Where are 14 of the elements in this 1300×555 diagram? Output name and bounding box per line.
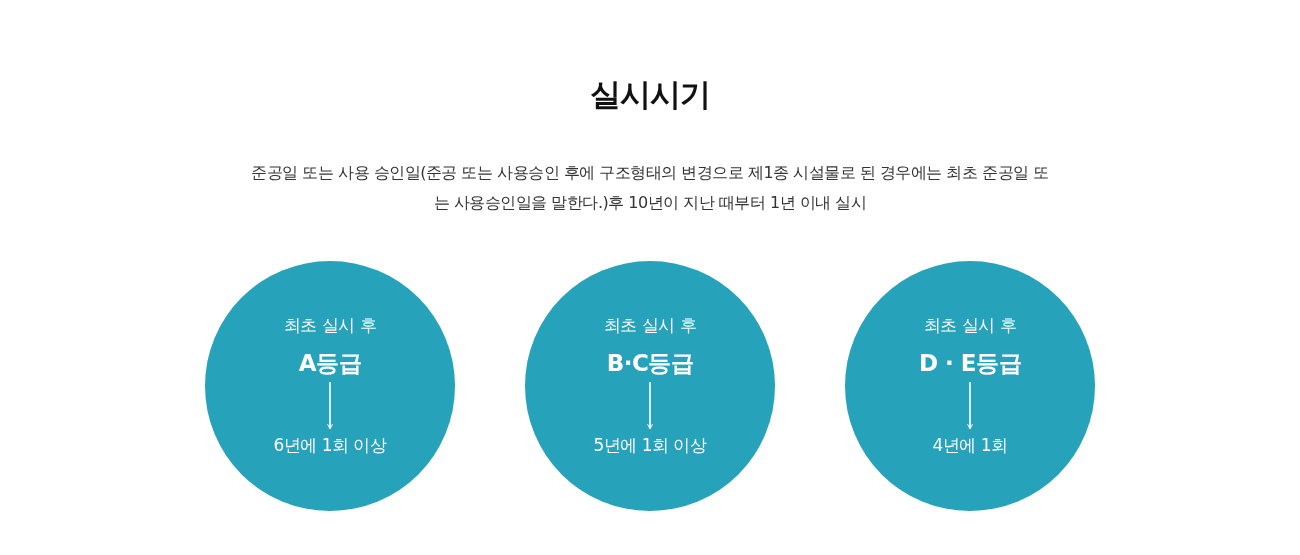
grade-text: B·C등급 [575, 348, 725, 378]
arrow [647, 381, 653, 430]
arrow [967, 381, 973, 430]
grade-text: A등급 [255, 348, 405, 378]
interval-text: 5년에 1회 이상 [550, 431, 750, 459]
circle-heading: 최초 실시 후 [602, 314, 698, 337]
interval-text: 4년에 1회 [870, 431, 1070, 459]
circle-heading: 최초 실시 후 [922, 314, 1018, 337]
interval-text: 6년에 1회 이상 [230, 431, 430, 459]
arrow [327, 381, 333, 430]
description-text: 준공일 또는 사용 승인일(준공 또는 사용승인 후에 구조형태의 변경으로 제1종 시설물로 된 경우에는 최초 준공일 또는 사용승인일을 말한다.)후 10년이 지난 때부터 1년 이내 실시 [250, 162, 1050, 214]
grade-text: D · E등급 [895, 348, 1045, 378]
circle-heading: 최초 실시 후 [282, 314, 378, 337]
title: 실시시기 [589, 75, 711, 114]
